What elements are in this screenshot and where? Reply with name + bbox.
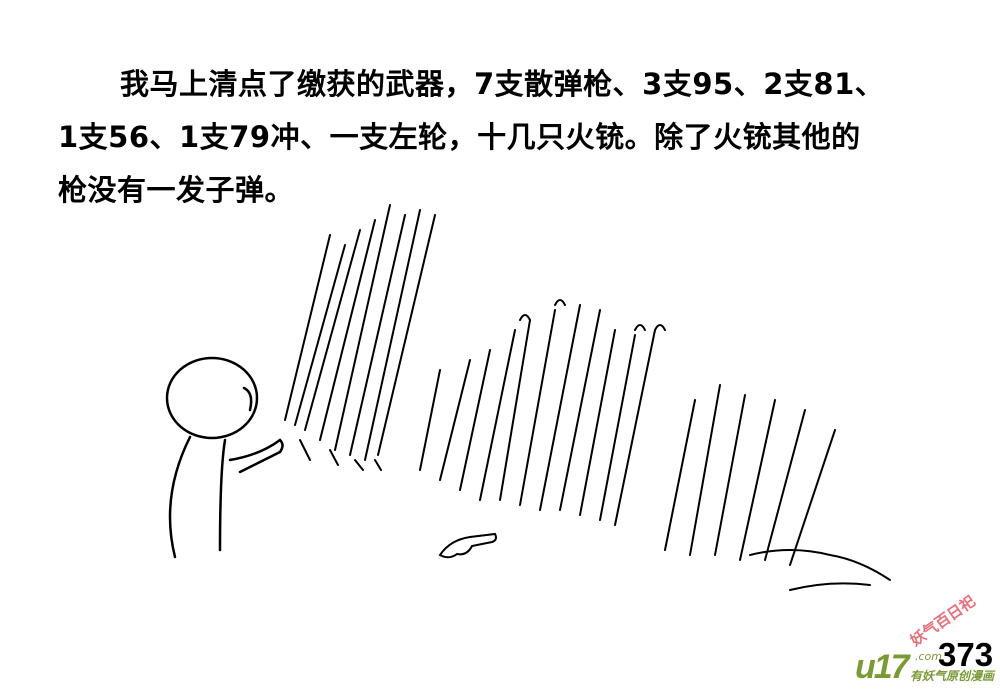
u17-logo-slogan: 有妖气原创漫画 [910, 669, 995, 683]
shotguns-group [284, 204, 436, 471]
caption-text: 我马上清点了缴获的武器，7支散弹枪、3支95、2支81、 1支56、1支79冲、… [58, 58, 958, 217]
stick-figure [165, 356, 284, 559]
muskets-group [664, 384, 891, 591]
revolver-icon [438, 532, 497, 559]
caption-line: 我马上清点了缴获的武器，7支散弹枪、3支95、2支81、 [120, 67, 885, 101]
caption-line: 1支56、1支79冲、一支左轮，十几只火铳。除了火铳其他的 [58, 120, 861, 154]
u17-logo-domain: .com [915, 650, 942, 663]
caption-line: 枪没有一发子弹。 [58, 173, 295, 207]
rifles-group [419, 299, 666, 526]
u17-logo: u17 [855, 648, 910, 686]
page-number: 373 [938, 636, 994, 673]
